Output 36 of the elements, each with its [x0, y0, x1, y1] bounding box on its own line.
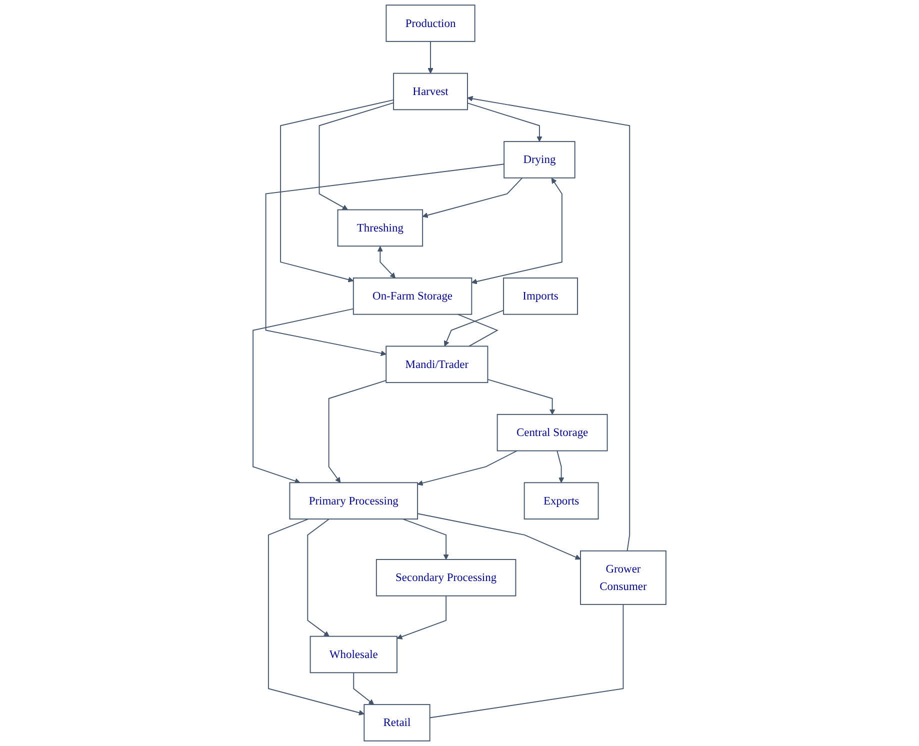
arrow [396, 595, 447, 640]
node-box: Primary Processing [289, 482, 418, 520]
node-box: Harvest [393, 72, 468, 110]
arrow [377, 246, 396, 278]
node-box: Secondary Processing [376, 559, 516, 596]
arrow [268, 518, 364, 716]
connector [429, 604, 624, 718]
arrow [318, 102, 394, 210]
arrow [467, 102, 542, 142]
node-box: Central Storage [496, 414, 608, 452]
arrow [428, 40, 434, 74]
arrow [280, 99, 394, 282]
arrow [353, 672, 374, 705]
arrow [307, 518, 330, 637]
arrow [444, 310, 504, 346]
node-box: Production [386, 4, 476, 42]
node-box: Wholesale [310, 636, 398, 674]
node-box: Exports [524, 482, 599, 520]
arrow [467, 96, 630, 552]
arrow [417, 513, 581, 560]
arrow [487, 378, 556, 415]
arrow [422, 177, 523, 218]
arrow [328, 380, 387, 483]
arrow [417, 450, 518, 486]
arrow [265, 164, 505, 356]
arrow [471, 178, 562, 284]
arrow [556, 450, 564, 483]
node-box: Mandi/Trader [386, 346, 488, 384]
node-box: Retail [364, 704, 430, 742]
node-box: Imports [503, 278, 578, 315]
arrow [252, 308, 354, 484]
arrow [402, 518, 449, 560]
node-box: Drying [504, 141, 576, 178]
node-box: On-Farm Storage [352, 278, 472, 315]
node-box: Grower Consumer [580, 550, 666, 605]
node-box: Threshing [337, 209, 424, 247]
